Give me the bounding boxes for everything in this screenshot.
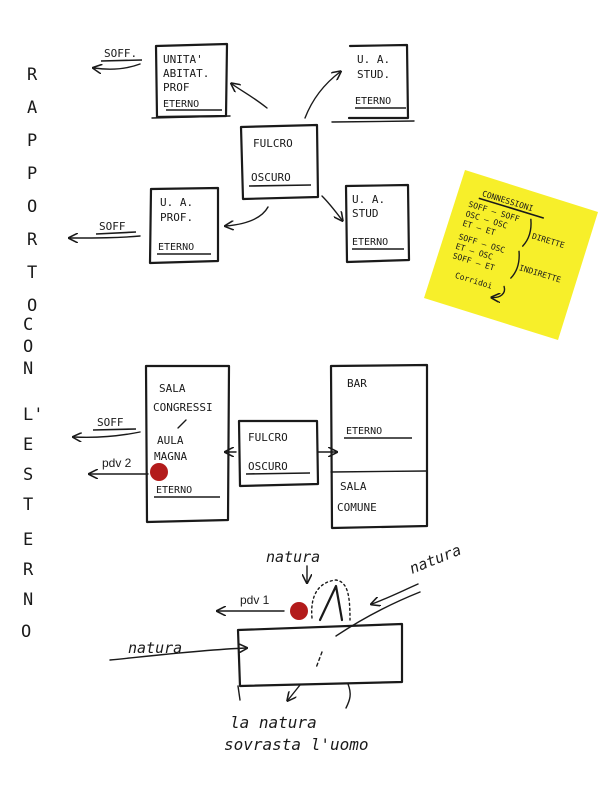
box-label: ETERNO xyxy=(158,242,194,253)
title-letter: R xyxy=(23,560,34,580)
vertical-title: R A P P O R T O C O N L' E S T E R N O xyxy=(21,65,43,642)
natura-left-label: natura xyxy=(128,639,182,657)
box-fulcro-top: FULCRO OSCURO xyxy=(239,123,320,201)
title-letter: N xyxy=(23,590,33,610)
caption-line-2: sovrasta l'uomo xyxy=(224,735,369,754)
box-sala-congressi: SALA CONGRESSI AULA MAGNA ETERNO xyxy=(144,364,231,524)
title-letter: O xyxy=(27,197,37,217)
box-label: ETERNO xyxy=(352,237,388,248)
box-label: UNITA' xyxy=(163,53,203,66)
box-label: ETERNO xyxy=(355,96,391,107)
box-fulcro-middle: FULCRO OSCURO xyxy=(237,419,320,488)
box-label: AULA xyxy=(157,434,184,447)
title-letter: E xyxy=(23,435,33,455)
title-letter: T xyxy=(27,263,37,283)
soff-label: SOFF. xyxy=(104,47,137,60)
box-label: CONGRESSI xyxy=(153,401,213,414)
box-label: ETERNO xyxy=(163,99,199,110)
natura-top-label: natura xyxy=(266,548,320,566)
box-label: FULCRO xyxy=(248,431,288,444)
title-letter: N xyxy=(23,359,33,379)
box-label: STUD. xyxy=(357,68,390,81)
box-label: SALA xyxy=(340,480,367,493)
box-bar: BAR ETERNO SALA COMUNE xyxy=(329,363,429,530)
title-letter: S xyxy=(23,465,33,485)
box-unita-abitat: UNITA' ABITAT. PROF ETERNO xyxy=(151,42,231,119)
box-label: U. A. xyxy=(160,196,193,209)
title-letter: R xyxy=(27,230,38,250)
box-ua-stud-top: U. A. STUD. ETERNO xyxy=(331,43,415,123)
sticky-note: CONNESSIONI SOFF — SOFF OSC — OSC ET — E… xyxy=(424,165,600,340)
title-letter: A xyxy=(27,98,37,118)
pdv1-marker xyxy=(290,602,308,620)
title-letter: O xyxy=(27,296,37,316)
box-label: SALA xyxy=(159,382,186,395)
title-letter: L' xyxy=(23,405,43,425)
soff-label: SOFF xyxy=(99,220,126,233)
box-label: BAR xyxy=(347,377,367,390)
sticky-note-paper xyxy=(424,170,598,340)
box-label: STUD xyxy=(352,207,379,220)
title-letter: C xyxy=(23,315,33,335)
box-label: ETERNO xyxy=(156,485,192,496)
title-letter: T xyxy=(23,495,33,515)
box-label: PROF xyxy=(163,81,190,94)
caption-line-1: la natura xyxy=(230,713,317,732)
natura-right-label: natura xyxy=(407,541,464,578)
box-label: ETERNO xyxy=(346,426,382,437)
title-letter: O xyxy=(23,337,33,357)
pdv2-label: pdv 2 xyxy=(102,456,132,470)
title-letter: E xyxy=(23,530,33,550)
box-label: U. A. xyxy=(357,53,390,66)
box-label: MAGNA xyxy=(154,450,187,463)
title-letter: O xyxy=(21,622,31,642)
box-label: PROF. xyxy=(160,211,193,224)
soff-label: SOFF xyxy=(97,416,124,429)
box-label: COMUNE xyxy=(337,501,377,514)
box-label: OSCURO xyxy=(248,460,288,473)
title-letter: R xyxy=(27,65,38,85)
title-letter: P xyxy=(27,131,37,151)
box-label: ABITAT. xyxy=(163,67,209,80)
box-label: FULCRO xyxy=(253,137,293,150)
box-label: U. A. xyxy=(352,193,385,206)
pdv1-label: pdv 1 xyxy=(240,593,270,607)
pdv2-marker xyxy=(150,463,168,481)
box-label: OSCURO xyxy=(251,171,291,184)
box-ua-stud-bottom: U. A. STUD ETERNO xyxy=(344,183,411,264)
title-letter: P xyxy=(27,164,37,184)
box-ua-prof: U. A. PROF. ETERNO xyxy=(148,186,220,265)
